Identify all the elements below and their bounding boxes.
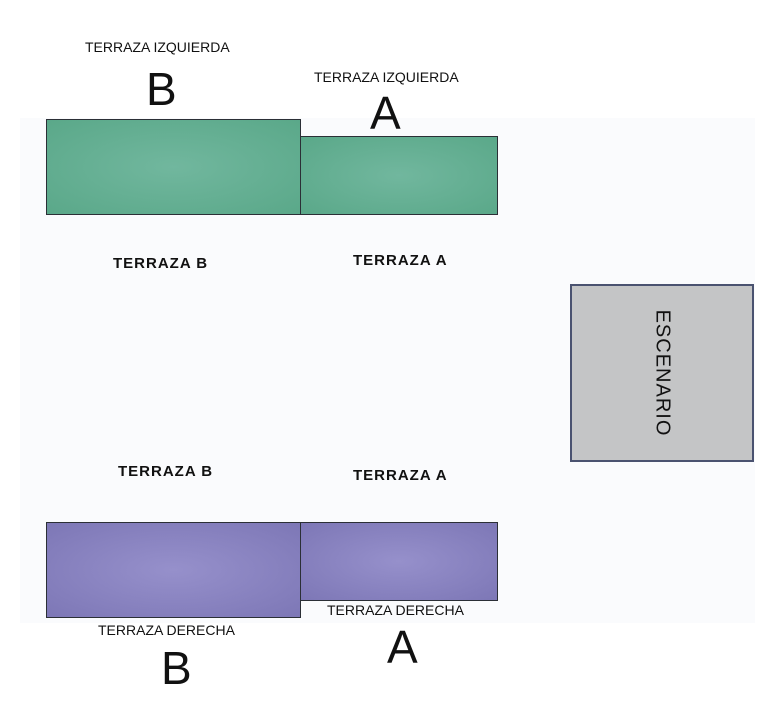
- zone-terraza-a-upper: TERRAZA A: [353, 252, 448, 269]
- zone-terraza-b-upper: TERRAZA B: [113, 255, 209, 272]
- left-terrace-a-caption: TERRAZA IZQUIERDA: [314, 69, 459, 85]
- zone-terraza-b-lower: TERRAZA B: [118, 463, 214, 480]
- left-terrace-b-letter: B: [146, 63, 177, 115]
- left-terrace-a-block: [300, 136, 498, 215]
- right-terrace-a-caption: TERRAZA DERECHA: [327, 602, 464, 618]
- zone-terraza-a-lower: TERRAZA A: [353, 467, 448, 484]
- right-terrace-a-block: [300, 522, 498, 601]
- left-terrace-b-block: [46, 119, 301, 215]
- right-terrace-b-caption: TERRAZA DERECHA: [98, 622, 235, 638]
- right-terrace-b-block: [46, 522, 301, 618]
- left-terrace-b-caption: TERRAZA IZQUIERDA: [85, 39, 230, 55]
- stage-label: ESCENARIO: [651, 309, 674, 437]
- right-terrace-b-letter: B: [161, 642, 192, 694]
- stage-block: ESCENARIO: [570, 284, 754, 462]
- right-terrace-a-letter: A: [387, 621, 418, 673]
- left-terrace-a-letter: A: [370, 87, 401, 139]
